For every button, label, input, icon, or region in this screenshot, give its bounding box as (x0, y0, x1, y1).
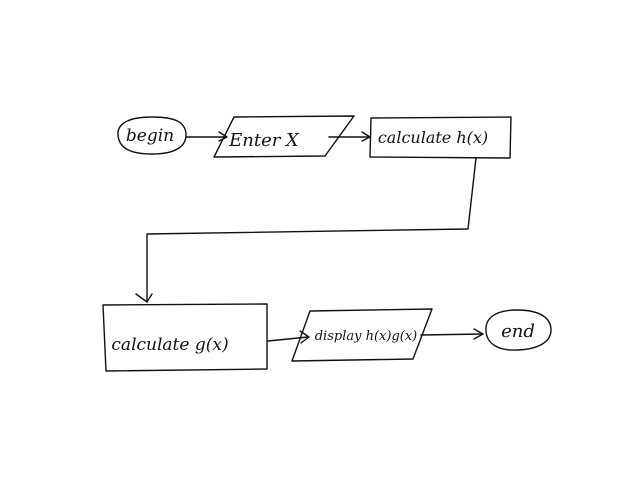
input-x-label: Enter X (228, 130, 300, 151)
end-label: end (501, 321, 535, 342)
edge-input-to-calc-h-arrowhead (361, 131, 371, 142)
edge-begin-to-input-arrowhead (218, 131, 228, 142)
begin-label: begin (126, 126, 174, 146)
node-calc-g: calculate g(x) (102, 303, 268, 372)
node-end: end (485, 309, 552, 351)
edge-display-to-end-line (420, 333, 484, 336)
input-x-parallelogram-shape (213, 115, 355, 158)
node-begin: begin (117, 116, 187, 155)
edge-calc-g-to-display-arrowhead (299, 330, 310, 344)
edge-calc-g-to-display (267, 330, 310, 344)
node-calc-h: calculate h(x) (369, 116, 512, 159)
edge-calc-g-to-display-line (267, 336, 309, 342)
node-display: display h(x)g(x) (291, 308, 433, 362)
calc-g-rectangle-shape (102, 303, 268, 372)
edge-display-to-end (420, 328, 484, 340)
end-terminator-shape (485, 309, 552, 351)
edge-input-to-calc-h (328, 131, 371, 142)
edge-calc-h-to-calc-g (135, 157, 477, 303)
edge-calc-h-to-calc-g-arrowhead (135, 293, 153, 303)
display-parallelogram-shape (291, 308, 433, 362)
edge-calc-h-to-calc-g-line (146, 157, 477, 303)
calc-g-label: calculate g(x) (111, 335, 228, 355)
edge-display-to-end-arrowhead (473, 328, 484, 340)
display-label: display h(x)g(x) (315, 329, 418, 344)
begin-terminator-shape (117, 116, 187, 155)
node-input-x: Enter X (213, 115, 355, 158)
calc-h-label: calculate h(x) (378, 128, 488, 147)
calc-h-rectangle-shape (369, 116, 512, 159)
edge-begin-to-input (185, 131, 228, 142)
